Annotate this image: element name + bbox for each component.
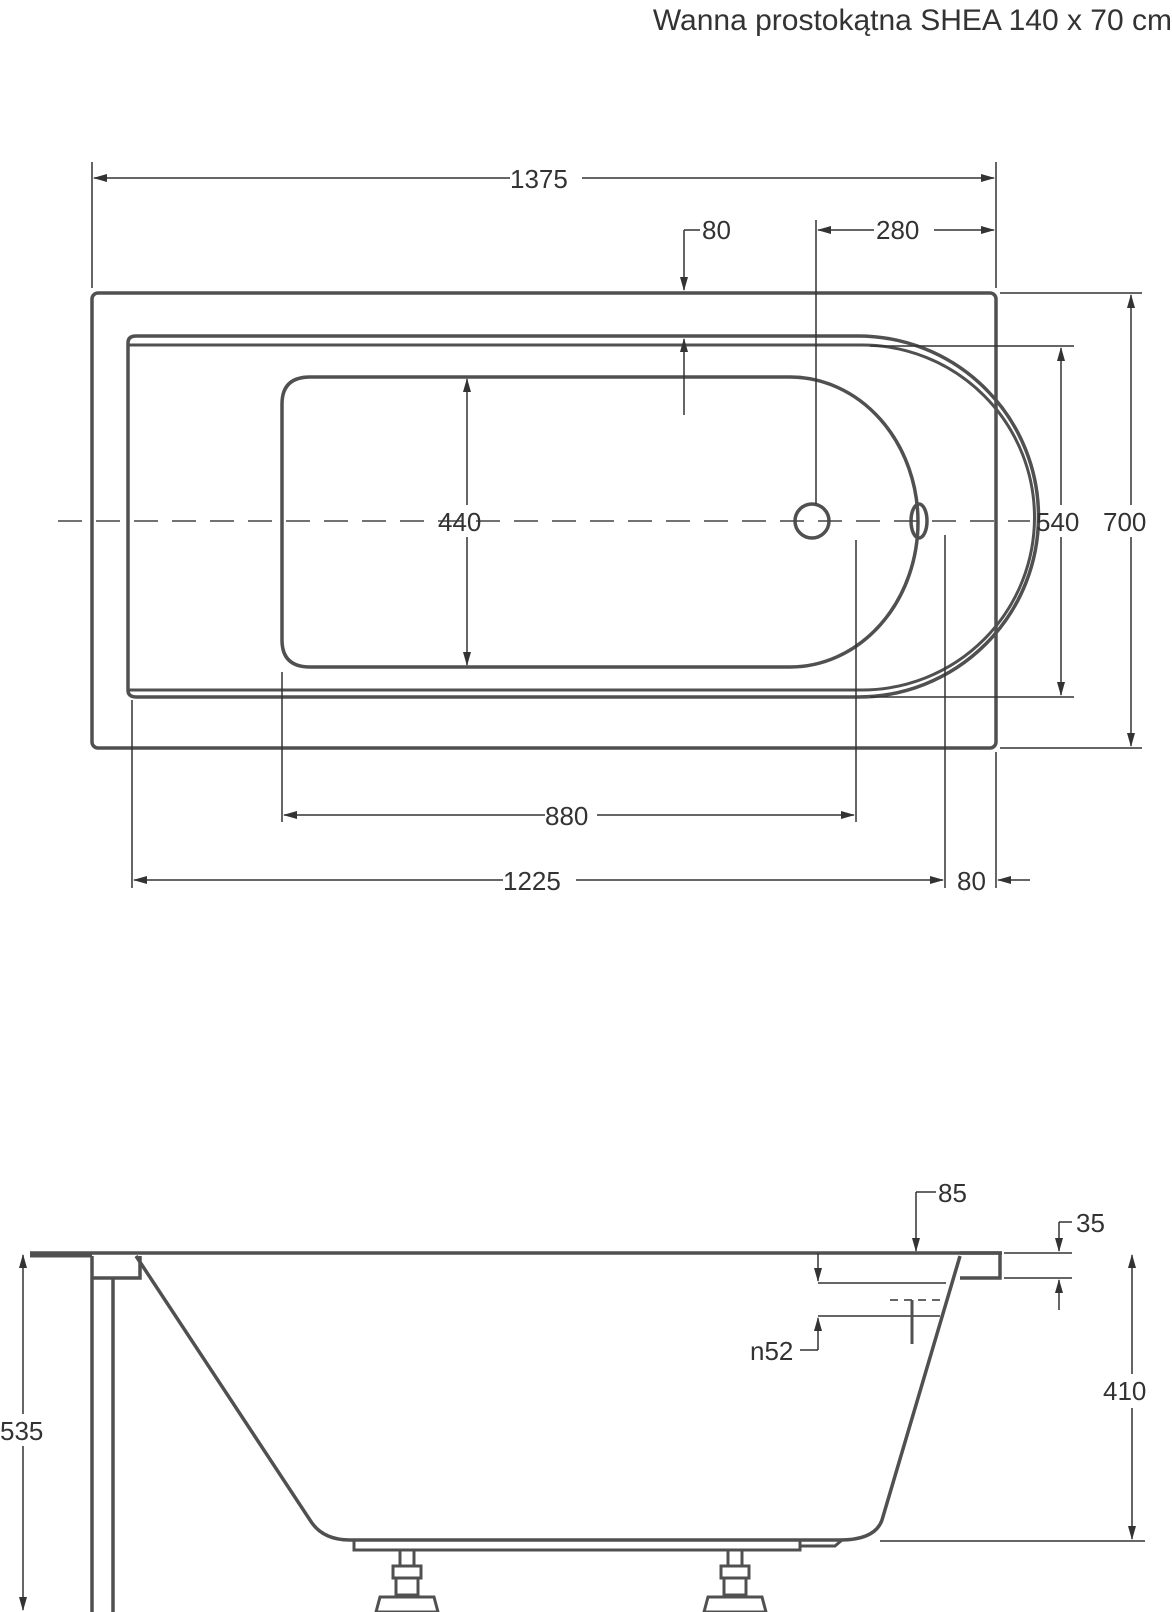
dim-inner-width: 540 bbox=[1036, 507, 1079, 537]
tub-profile bbox=[134, 1255, 962, 1542]
dim-inner-bottom-length: 880 bbox=[545, 801, 588, 831]
foot-right bbox=[702, 1550, 768, 1612]
dim-inner-bottom-width: 440 bbox=[438, 507, 481, 537]
inner-basin-outline bbox=[126, 334, 1041, 699]
dim-overflow-offset: 85 bbox=[938, 1178, 967, 1208]
drawing-title: Wanna prostokątna SHEA 140 x 70 cm bbox=[652, 4, 1172, 37]
dim-rim-thickness: 35 bbox=[1076, 1208, 1105, 1238]
dim-inner-length: 1225 bbox=[503, 866, 561, 896]
dim-tub-depth: 410 bbox=[1103, 1376, 1146, 1406]
dim-rim-width-end: 80 bbox=[957, 866, 986, 896]
basin-floor-outline bbox=[280, 375, 920, 669]
dim-overall-width: 700 bbox=[1103, 507, 1146, 537]
dim-overflow-diameter: n52 bbox=[750, 1336, 793, 1366]
rim-end-lip bbox=[960, 1251, 1002, 1280]
dim-total-height: 535 bbox=[0, 1416, 43, 1446]
dim-overall-length: 1375 bbox=[510, 164, 568, 194]
foot-left bbox=[374, 1550, 440, 1612]
top-view: 1375 80 280 440 540 700 880 bbox=[58, 162, 1146, 896]
overflow-fitting bbox=[890, 1282, 946, 1344]
dim-rim-width-top: 80 bbox=[702, 215, 731, 245]
inner-basin-step bbox=[128, 343, 1036, 692]
outer-rim-outline bbox=[90, 291, 998, 750]
dim-drain-offset: 280 bbox=[876, 215, 919, 245]
side-view: 85 35 n52 410 535 bbox=[0, 1178, 1146, 1612]
